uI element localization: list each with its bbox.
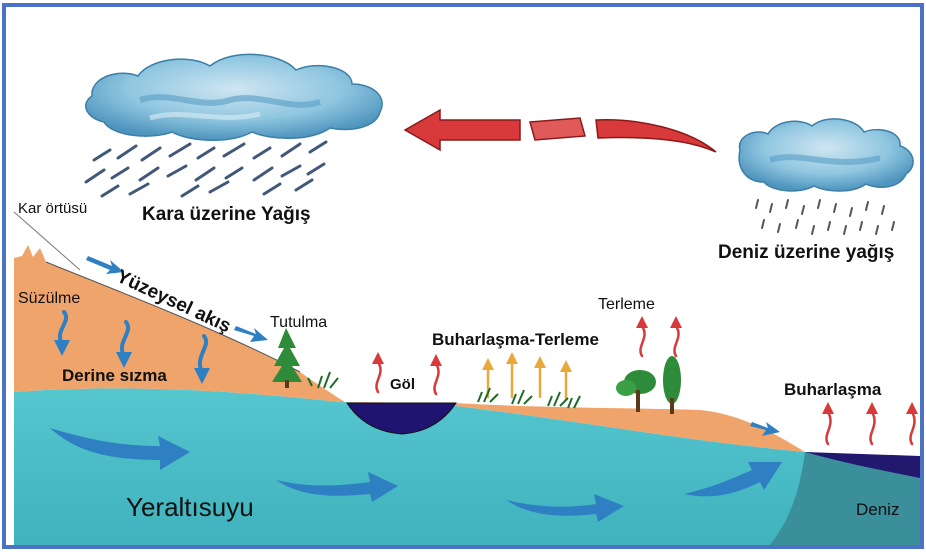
land-rain (86, 142, 326, 196)
evaporation-label: Buharlaşma (784, 380, 881, 400)
deep-percolation-label: Derine sızma (62, 366, 167, 386)
interception-label: Tutulma (270, 314, 327, 332)
conifer-tree (272, 328, 302, 388)
lake-label: Göl (390, 376, 415, 393)
moisture-transport-arrow (405, 110, 716, 152)
infiltration-label: Süzülme (18, 290, 80, 308)
sea-rain (756, 200, 894, 234)
snow-cover-label: Kar örtüsü (18, 200, 87, 217)
land-cloud (86, 54, 382, 140)
sea-precipitation-label: Deniz üzerine yağış (718, 242, 894, 264)
sea-label: Deniz (856, 500, 899, 520)
land-precipitation-label: Kara üzerine Yağış (142, 204, 311, 226)
evapotranspiration-arrows (488, 362, 566, 400)
sea-cloud (739, 119, 913, 191)
transpiration-label: Terleme (598, 296, 655, 314)
groundwater-label: Yeraltısuyu (126, 492, 254, 523)
deciduous-trees (616, 356, 681, 414)
evapotranspiration-arrowheads (482, 352, 572, 372)
evapotranspiration-label: Buharlaşma-Terleme (432, 330, 599, 350)
